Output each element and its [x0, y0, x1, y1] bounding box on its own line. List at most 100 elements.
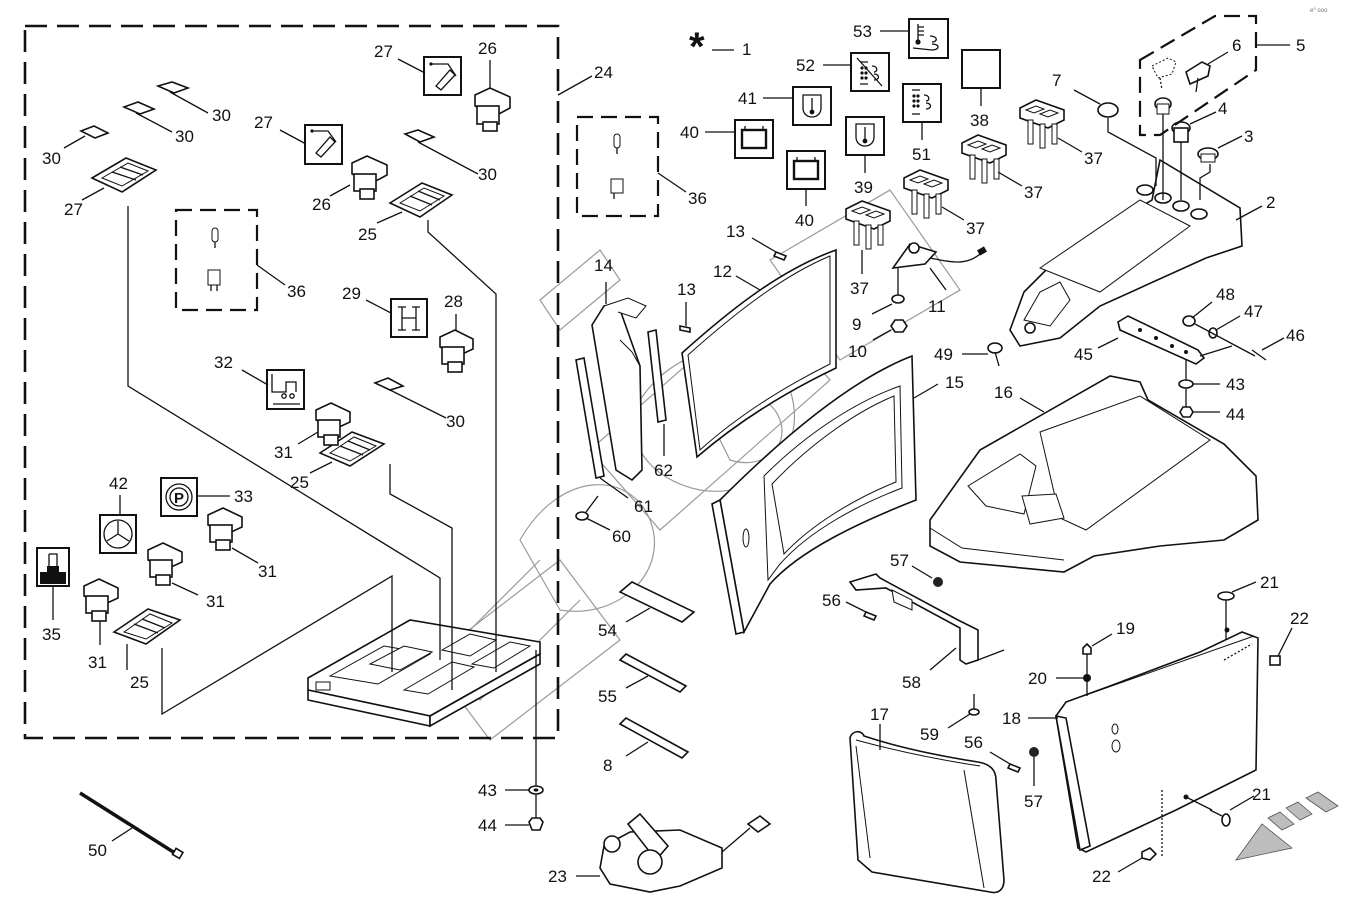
assembly-group-24	[23, 24, 560, 740]
label-55: 55	[598, 687, 617, 706]
fastener-13	[679, 325, 691, 333]
rocker-switch-31	[147, 542, 183, 586]
label-30: 30	[446, 412, 465, 431]
label-37: 37	[850, 279, 869, 298]
double-switch-37	[845, 200, 891, 250]
label-4: 4	[1218, 99, 1227, 118]
rocker-switch-26	[474, 87, 511, 132]
parking-brake-icon: P	[174, 490, 184, 507]
label-42: 42	[109, 474, 128, 493]
nut-44	[528, 817, 544, 831]
rocker-switch-28	[439, 329, 474, 373]
label-46: 46	[1286, 326, 1305, 345]
label-13: 13	[726, 222, 745, 241]
label-23: 23	[548, 867, 567, 886]
label-25: 25	[290, 473, 309, 492]
label-19: 19	[1116, 619, 1135, 638]
joystick-assembly-23	[599, 812, 772, 893]
label-30: 30	[212, 106, 231, 125]
temperature-warning-decal-41	[792, 86, 832, 126]
cap-7	[1097, 102, 1119, 118]
label-49: 49	[934, 345, 953, 364]
relay-icon	[207, 269, 221, 291]
label-31: 31	[258, 562, 277, 581]
battery-decal-40b	[786, 150, 826, 190]
label-30: 30	[175, 127, 194, 146]
cap-3	[1197, 147, 1219, 163]
screw-56	[862, 610, 878, 622]
bracket-14	[591, 297, 647, 482]
relay-icon	[610, 178, 624, 199]
label-9: 9	[852, 315, 861, 334]
label-44: 44	[478, 816, 497, 835]
label-21: 21	[1260, 573, 1279, 592]
fuse-icon	[613, 133, 621, 154]
label-59: 59	[920, 725, 939, 744]
nut-57	[933, 577, 943, 587]
parking-brake-decal-33: P	[160, 477, 198, 517]
nut-10	[890, 319, 908, 333]
label-54: 54	[598, 621, 617, 640]
label-58: 58	[902, 673, 921, 692]
steering-decal-42	[99, 514, 137, 554]
label-33: 33	[234, 487, 253, 506]
double-switch-37	[903, 169, 949, 219]
battery-decal-40a	[734, 119, 774, 159]
label-56: 56	[964, 733, 983, 752]
label-12: 12	[713, 262, 732, 281]
label-30: 30	[42, 149, 61, 168]
tillage-decal-35	[36, 547, 70, 587]
label-20: 20	[1028, 669, 1047, 688]
label-52: 52	[796, 56, 815, 75]
fuse-icon	[211, 227, 219, 248]
switch-frame-25	[388, 182, 454, 218]
side-panel-18	[1055, 627, 1259, 858]
decal-strip-54	[618, 581, 696, 623]
strut-62	[647, 329, 667, 423]
label-35: 35	[42, 625, 61, 644]
diff-lock-decal-29	[390, 298, 428, 338]
label-37: 37	[966, 219, 985, 238]
label-26: 26	[478, 39, 497, 58]
label-36: 36	[287, 282, 306, 301]
label-61: 61	[634, 497, 653, 516]
label-13: 13	[677, 280, 696, 299]
label-41: 41	[738, 89, 757, 108]
lock-cylinder	[1154, 97, 1172, 115]
double-switch-37	[961, 134, 1007, 184]
label-43: 43	[1226, 375, 1245, 394]
label-36: 36	[688, 189, 707, 208]
label-25: 25	[130, 673, 149, 692]
glass-panel-12	[681, 248, 837, 459]
label-5: 5	[1296, 36, 1305, 55]
label-40: 40	[795, 211, 814, 230]
decal-27-top	[423, 56, 462, 96]
label-14: 14	[594, 256, 613, 275]
fuse-relay-group-36-left	[174, 208, 259, 312]
label-24: 24	[594, 63, 613, 82]
label-50: 50	[88, 841, 107, 860]
screw-59	[968, 694, 980, 716]
cap-4	[1171, 121, 1191, 143]
label-31: 31	[206, 592, 225, 611]
label-31: 31	[88, 653, 107, 672]
switch-lens-30	[79, 81, 437, 391]
stud-46	[1251, 349, 1267, 361]
label-39: 39	[854, 178, 873, 197]
strut-61	[575, 357, 605, 479]
label-2: 2	[1266, 193, 1275, 212]
washer-43	[1178, 379, 1194, 389]
blower-decal-51	[902, 83, 942, 123]
label-38: 38	[970, 111, 989, 130]
side-cover-17	[849, 730, 1005, 894]
label-27: 27	[374, 42, 393, 61]
washer-43	[528, 785, 544, 795]
label-37: 37	[1084, 149, 1103, 168]
label-44: 44	[1226, 405, 1245, 424]
support-bracket-58	[848, 573, 979, 665]
bolt-49	[987, 342, 1003, 367]
fastener-13	[772, 250, 788, 262]
washer-20	[1083, 674, 1091, 682]
label-56: 56	[822, 591, 841, 610]
